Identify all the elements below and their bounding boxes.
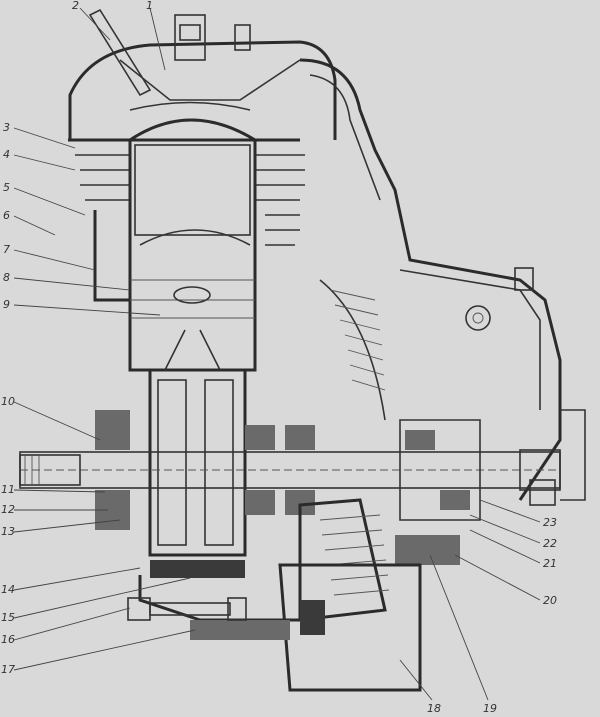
gearbox-housing: [299, 58, 562, 501]
callout-6: 6: [3, 209, 10, 222]
cylinder-fins: [68, 138, 305, 302]
callout-14: 14: [1, 583, 15, 596]
callout-18: 18: [427, 702, 441, 715]
right-end-housing: [399, 409, 586, 521]
callout-22: 22: [543, 537, 557, 550]
cylinder-head: [68, 8, 337, 140]
callout-10: 10: [1, 395, 15, 408]
breather-cap: [514, 267, 534, 291]
callout-16: 16: [1, 633, 15, 646]
callout-8: 8: [3, 271, 10, 284]
callout-3: 3: [3, 121, 10, 134]
callout-11: 11: [1, 483, 15, 496]
crankcase-bottom: [150, 560, 245, 578]
callout-5: 5: [3, 181, 10, 194]
callout-19: 19: [483, 702, 497, 715]
callout-7: 7: [3, 243, 10, 256]
callout-2: 2: [72, 0, 79, 12]
crankshaft: [19, 410, 561, 530]
piston: [128, 118, 257, 372]
callout-23: 23: [543, 516, 557, 529]
callout-12: 12: [1, 503, 15, 516]
bevel-gear-lower: [278, 498, 460, 692]
drain-bolt-shaft: [149, 602, 231, 616]
callout-9: 9: [3, 298, 10, 311]
callout-15: 15: [1, 611, 15, 624]
callout-20: 20: [543, 594, 557, 607]
piston-pin: [173, 286, 211, 304]
leader-lines: [13, 7, 541, 701]
callout-1: 1: [146, 0, 153, 12]
callout-17: 17: [1, 663, 15, 676]
fuel-pipe: [88, 8, 152, 97]
callout-13: 13: [1, 525, 15, 538]
spark-plug: [174, 14, 206, 61]
oil-sump: [127, 575, 300, 640]
callout-4: 4: [3, 148, 10, 161]
callout-21: 21: [543, 557, 557, 570]
connecting-rod: [148, 329, 247, 578]
callout-labels: 1 2 3 4 5 6 7 8 9 10 11 12 13 14 15 16 1…: [1, 0, 557, 715]
